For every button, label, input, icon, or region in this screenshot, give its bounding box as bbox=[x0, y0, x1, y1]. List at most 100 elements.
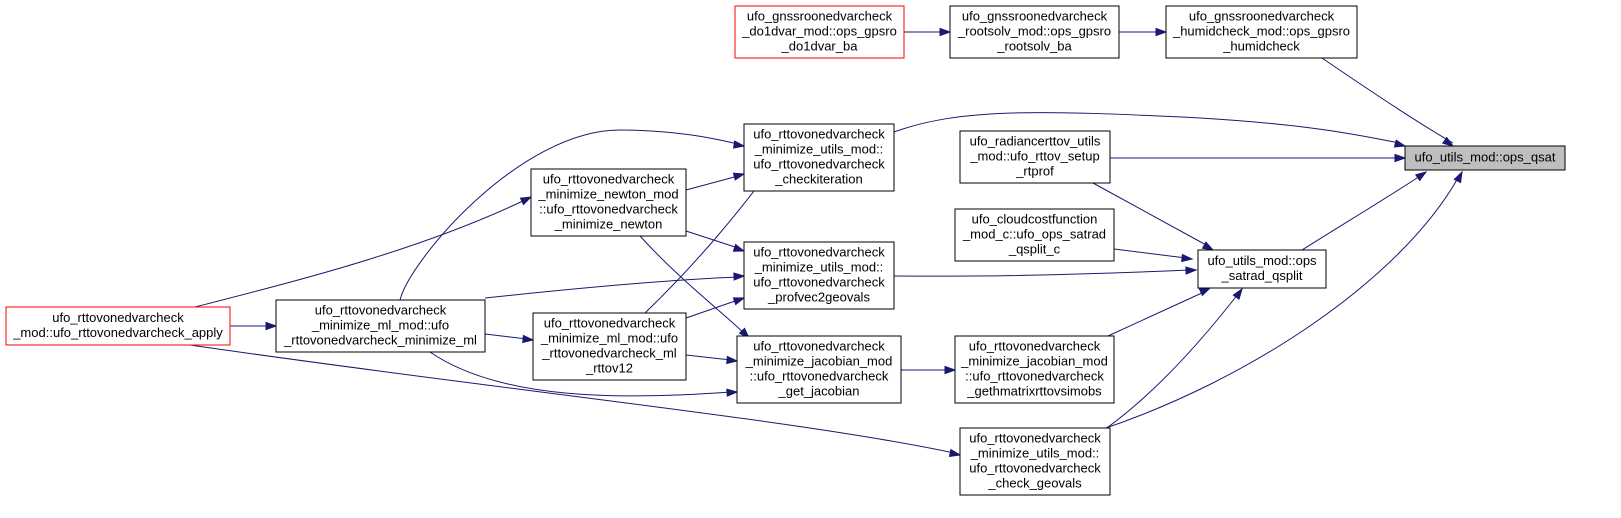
node-label-line: ufo_rttovonedvarcheck bbox=[753, 127, 885, 142]
node-checkiteration[interactable]: ufo_rttovonedvarcheck_minimize_utils_mod… bbox=[743, 123, 895, 192]
call-edge bbox=[685, 172, 746, 191]
edge-line bbox=[685, 299, 739, 319]
call-edge bbox=[484, 333, 535, 344]
call-edge bbox=[685, 230, 746, 252]
node-label-line: ::ufo_rttovonedvarcheck bbox=[750, 369, 889, 384]
node-label-line: ufo_rttovonedvarcheck bbox=[753, 339, 885, 354]
call-edge bbox=[1103, 287, 1243, 431]
arrowhead-icon bbox=[1155, 27, 1168, 37]
node-label-line: ufo_utils_mod::ops_qsat bbox=[1415, 150, 1556, 165]
edge-line bbox=[893, 269, 1191, 277]
arrowhead-icon bbox=[732, 140, 746, 149]
node-label-line: _checkiteration bbox=[774, 172, 862, 187]
node-label-line: _qsplit_c bbox=[1008, 242, 1061, 257]
node-box bbox=[734, 5, 905, 59]
node-cloudcost[interactable]: ufo_cloudcostfunction_mod_c::ufo_ops_sat… bbox=[954, 208, 1115, 262]
node-label-line: _minimize_newton bbox=[554, 217, 663, 232]
node-label-line: ufo_rttovonedvarcheck bbox=[969, 431, 1101, 446]
node-profvec2geovals[interactable]: ufo_rttovonedvarcheck_minimize_utils_mod… bbox=[743, 241, 895, 310]
node-box bbox=[1404, 145, 1566, 171]
arrowhead-icon bbox=[265, 321, 278, 331]
call-edge bbox=[893, 266, 1198, 277]
arrowhead-icon bbox=[726, 355, 739, 365]
node-label-line: _minimize_utils_mod:: bbox=[754, 142, 884, 157]
arrowhead-icon bbox=[522, 334, 535, 344]
node-rttov-setup[interactable]: ufo_radiancerttov_utils_mod::ufo_rttov_s… bbox=[959, 130, 1111, 184]
arrowhead-icon bbox=[1201, 241, 1215, 251]
call-edge bbox=[1321, 57, 1455, 147]
edge-line bbox=[1092, 182, 1209, 247]
node-box bbox=[959, 130, 1111, 184]
edge-line bbox=[194, 199, 526, 308]
arrowhead-icon bbox=[948, 448, 962, 458]
node-label-line: _gethmatrixrttovsimobs bbox=[966, 384, 1102, 399]
node-newton[interactable]: ufo_rttovonedvarcheck_minimize_newton_mo… bbox=[530, 168, 687, 237]
node-get-jacobian[interactable]: ufo_rttovonedvarcheck_minimize_jacobian_… bbox=[736, 335, 902, 404]
call-edge bbox=[901, 365, 957, 375]
node-satrad-qsplit[interactable]: ufo_utils_mod::ops_satrad_qsplit bbox=[1197, 249, 1327, 289]
node-box bbox=[954, 208, 1115, 262]
arrowhead-icon bbox=[732, 172, 746, 181]
node-label-line: _minimize_ml_mod::ufo bbox=[540, 331, 678, 346]
arrowhead-icon bbox=[1453, 170, 1463, 184]
call-edge bbox=[1092, 182, 1215, 251]
node-label-line: _humidcheck bbox=[1222, 39, 1300, 54]
node-label-line: ufo_rttovonedvarcheck bbox=[315, 303, 447, 318]
node-box bbox=[743, 123, 895, 192]
node-label-line: _rootsolv_ba bbox=[996, 39, 1072, 54]
node-ops-qsat[interactable]: ufo_utils_mod::ops_qsat bbox=[1404, 145, 1566, 171]
node-label-line: _get_jacobian bbox=[778, 384, 860, 399]
edge-line bbox=[1103, 293, 1239, 431]
node-ml-rttov12[interactable]: ufo_rttovonedvarcheck_minimize_ml_mod::u… bbox=[532, 312, 687, 381]
node-label-line: _minimize_ml_mod::ufo bbox=[311, 318, 449, 333]
call-edge bbox=[685, 297, 746, 319]
node-gethmatrix[interactable]: ufo_rttovonedvarcheck_minimize_jacobian_… bbox=[954, 335, 1115, 404]
node-rootsolv[interactable]: ufo_gnssroonedvarcheck_rootsolv_mod::ops… bbox=[949, 5, 1120, 59]
node-do1dvar[interactable]: ufo_gnssroonedvarcheck_do1dvar_mod::ops_… bbox=[734, 5, 905, 59]
edge-line bbox=[399, 129, 739, 301]
call-edge bbox=[1107, 287, 1212, 337]
node-label-line: ufo_cloudcostfunction bbox=[972, 212, 1098, 227]
node-label-line: ufo_gnssroonedvarcheck bbox=[747, 9, 893, 24]
node-label-line: _rttovonedvarcheck_minimize_ml bbox=[283, 333, 477, 348]
node-box bbox=[954, 335, 1115, 404]
node-label-line: _mod::ufo_rttovonedvarcheck_apply bbox=[12, 325, 223, 340]
node-label-line: ufo_rttovonedvarcheck bbox=[753, 245, 885, 260]
arrowhead-icon bbox=[732, 297, 746, 306]
arrowhead-icon bbox=[1232, 287, 1243, 300]
edge-line bbox=[484, 333, 528, 340]
arrowhead-icon bbox=[519, 196, 533, 206]
node-label-line: ufo_rttovonedvarcheck bbox=[544, 316, 676, 331]
node-label-line: ufo_gnssroonedvarcheck bbox=[962, 9, 1108, 24]
arrowhead-icon bbox=[1441, 136, 1455, 147]
edge-line bbox=[484, 276, 739, 299]
call-edge bbox=[1301, 171, 1428, 251]
node-humidcheck[interactable]: ufo_gnssroonedvarcheck_humidcheck_mod::o… bbox=[1165, 5, 1358, 59]
node-label-line: ufo_gnssroonedvarcheck bbox=[1189, 9, 1335, 24]
arrowhead-icon bbox=[944, 365, 957, 375]
node-apply[interactable]: ufo_rttovonedvarcheck_mod::ufo_rttovoned… bbox=[5, 306, 231, 346]
edge-line bbox=[189, 344, 955, 454]
node-label-line: ::ufo_rttovonedvarcheck bbox=[539, 202, 678, 217]
edge-line bbox=[429, 351, 732, 397]
arrowhead-icon bbox=[1414, 171, 1428, 182]
node-label-line: ::ufo_rttovonedvarcheck bbox=[965, 369, 1104, 384]
node-label-line: _satrad_qsplit bbox=[1221, 268, 1303, 283]
nodes: ufo_utils_mod::ops_qsat ufo_gnssroonedvar… bbox=[5, 5, 1566, 496]
edge-line bbox=[685, 230, 739, 249]
call-edge bbox=[685, 354, 739, 365]
node-label-line: _humidcheck_mod::ops_gpsro bbox=[1172, 24, 1350, 39]
node-minimize-ml[interactable]: ufo_rttovonedvarcheck_minimize_ml_mod::u… bbox=[275, 299, 486, 353]
arrowhead-icon bbox=[939, 27, 952, 37]
node-check-geovals[interactable]: ufo_rttovonedvarcheck_minimize_utils_mod… bbox=[959, 427, 1111, 496]
node-label-line: ufo_rttovonedvarcheck bbox=[52, 310, 184, 325]
node-label-line: _mod_c::ufo_ops_satrad bbox=[962, 227, 1106, 242]
node-label-line: ufo_utils_mod::ops bbox=[1207, 253, 1317, 268]
node-label-line: _minimize_jacobian_mod bbox=[960, 354, 1108, 369]
node-label-line: _check_geovals bbox=[987, 476, 1082, 491]
node-label-line: ufo_radiancerttov_utils bbox=[970, 134, 1101, 149]
node-label-line: _rttovonedvarcheck_ml bbox=[541, 346, 677, 361]
node-label-line: _profvec2geovals bbox=[767, 290, 870, 305]
node-label-line: _mod::ufo_rttov_setup bbox=[969, 149, 1099, 164]
